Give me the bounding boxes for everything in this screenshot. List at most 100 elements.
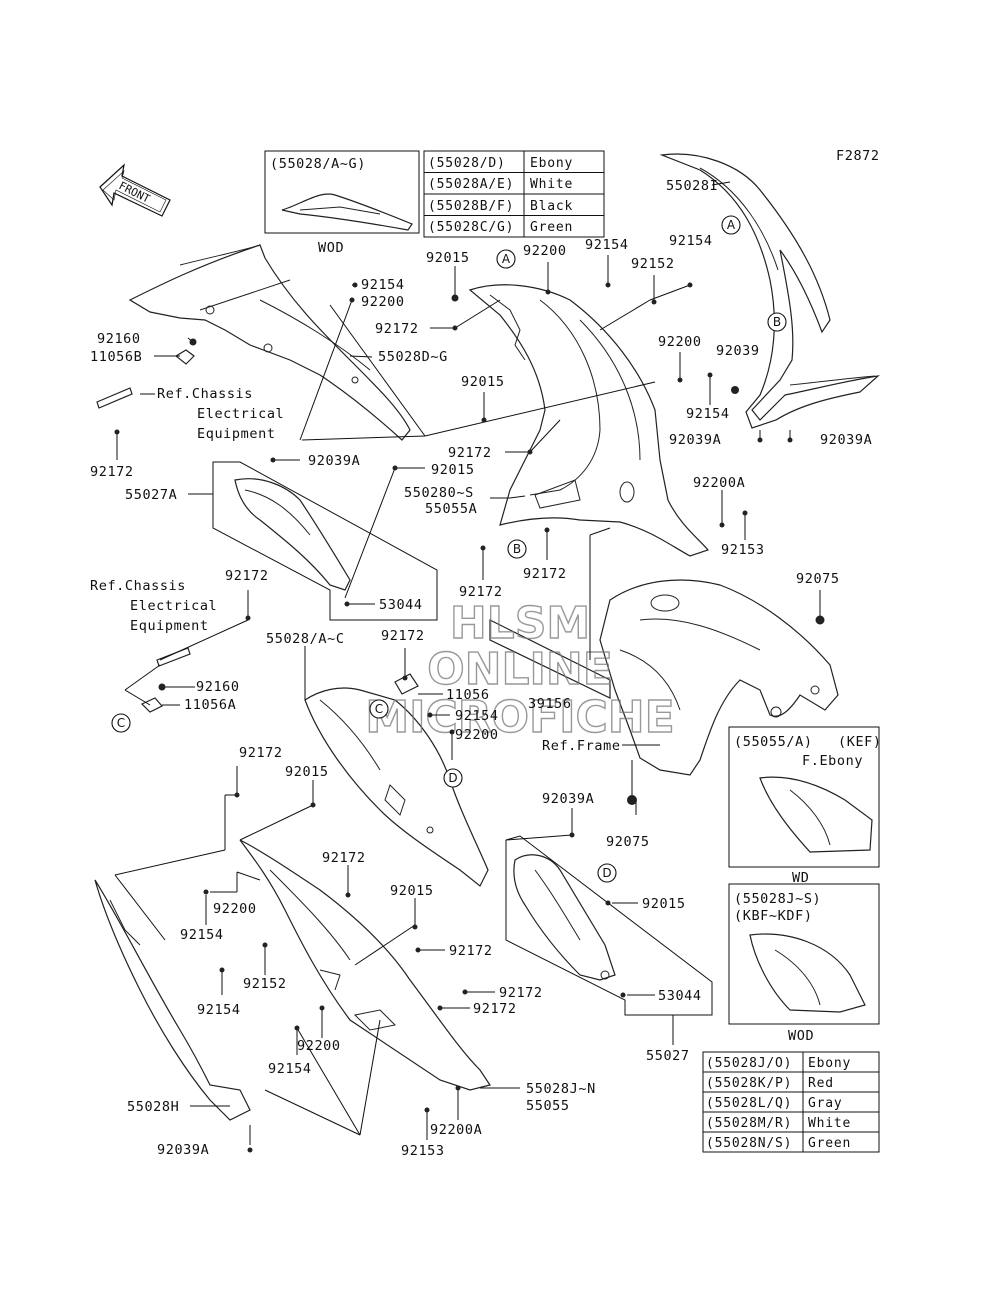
inset-wod-note: WOD: [318, 240, 344, 256]
callout-C-icon: C: [369, 699, 389, 719]
part-number: 92039: [716, 343, 760, 359]
fastener-dots: [114, 282, 825, 1153]
part-number: 92015: [426, 250, 470, 266]
part-55028H: [94, 879, 251, 1121]
part-55027A: [234, 478, 351, 591]
callout-D-icon: D: [443, 768, 463, 788]
part-number: 92015: [642, 896, 686, 912]
part-11056A: [140, 697, 163, 713]
color-name: Ebony: [808, 1056, 851, 1071]
part-number: 92160: [97, 331, 141, 347]
part-number: 92154: [361, 277, 405, 293]
part-number: 92172: [375, 321, 419, 337]
figure-code: F2872: [836, 148, 880, 164]
part-number: 55055A: [425, 501, 477, 517]
part-39156: [489, 619, 611, 699]
part-number: 92200: [523, 243, 567, 259]
inset-wod-box: (55028/A~G) WOD: [264, 150, 420, 256]
part-55028J-N: [239, 839, 491, 1091]
svg-text:A: A: [502, 252, 511, 266]
svg-text:B: B: [513, 542, 521, 556]
part-labels: 92015 92200 92154 92154 92152 92154 9220…: [90, 233, 872, 1159]
color-name: Gray: [808, 1096, 843, 1111]
inset-kef-box: (55055/A) (KEF) F.Ebony WD: [728, 726, 881, 886]
color-name: Red: [808, 1076, 834, 1091]
ref-label: Equipment: [130, 618, 209, 634]
part-number: 55028/A~C: [266, 631, 345, 647]
callout-A-icon: A: [496, 249, 516, 269]
svg-text:WD: WD: [792, 870, 809, 886]
part-number: 92172: [448, 445, 492, 461]
part-11056B: [174, 349, 195, 365]
color-code: (55028J/O): [706, 1056, 792, 1071]
part-number: 92200: [213, 901, 257, 917]
part-number: 92154: [585, 237, 629, 253]
svg-text:WOD: WOD: [788, 1028, 814, 1044]
svg-text:(55028J~S): (55028J~S): [734, 891, 821, 907]
part-number: 92039A: [820, 432, 872, 448]
color-name: Ebony: [530, 156, 573, 171]
part-number: 92039A: [542, 791, 594, 807]
part-number: 92172: [225, 568, 269, 584]
svg-text:D: D: [602, 866, 611, 880]
part-55028D-G: [128, 244, 411, 441]
part-number: 92153: [401, 1143, 445, 1159]
part-number: 92015: [390, 883, 434, 899]
part-number: 92172: [90, 464, 134, 480]
svg-text:C: C: [117, 716, 125, 730]
color-table-top: (55028/D) Ebony (55028A/E) White (55028B…: [423, 150, 605, 238]
part-number: 92200A: [430, 1122, 482, 1138]
part-inner-panel-frame: [599, 579, 839, 776]
color-code: (55028C/G): [428, 220, 514, 235]
part-number: 92039A: [669, 432, 721, 448]
part-number: 92172: [523, 566, 567, 582]
callout-B-icon: B: [507, 539, 527, 559]
color-code: (55028/D): [428, 156, 506, 171]
part-number: 92172: [381, 628, 425, 644]
color-code: (55028M/R): [706, 1116, 792, 1131]
part-55028I: [659, 153, 880, 429]
ref-label: Ref.Chassis: [157, 386, 253, 402]
part-number: 92200: [658, 334, 702, 350]
part-55027: [513, 854, 616, 981]
part-number: 55055: [526, 1098, 570, 1114]
part-number: 53044: [379, 597, 423, 613]
color-name: Green: [808, 1136, 851, 1151]
inset-kbf-box: (55028J~S) (KBF~KDF) WOD: [728, 883, 880, 1044]
leader-lines: [114, 255, 821, 1145]
part-number: 92154: [197, 1002, 241, 1018]
part-number: 92154: [268, 1061, 312, 1077]
ref-label: Ref.Chassis: [90, 578, 186, 594]
part-number: 92160: [196, 679, 240, 695]
svg-text:(55055/A): (55055/A): [734, 734, 813, 750]
color-code: (55028K/P): [706, 1076, 792, 1091]
inset-wod-title: (55028/A~G): [270, 156, 366, 172]
part-number: 92172: [322, 850, 366, 866]
svg-text:F.Ebony: F.Ebony: [802, 753, 863, 769]
part-number: 92015: [461, 374, 505, 390]
svg-text:55028I: 55028I: [666, 178, 718, 194]
color-code: (55028L/Q): [706, 1096, 792, 1111]
part-number: 92154: [180, 927, 224, 943]
part-number: 39156: [528, 696, 572, 712]
svg-text:A: A: [727, 218, 736, 232]
ref-label: Ref.Frame: [542, 738, 621, 754]
part-number: 92200: [297, 1038, 341, 1054]
part-number: 92039A: [157, 1142, 209, 1158]
color-table-bottom: (55028J/O) Ebony (55028K/P) Red (55028L/…: [702, 1051, 880, 1153]
part-number: 92152: [631, 256, 675, 272]
color-code: (55028A/E): [428, 177, 514, 192]
svg-text:B: B: [773, 315, 781, 329]
part-number: 92015: [285, 764, 329, 780]
part-number: 92200A: [693, 475, 745, 491]
watermark: HLSM ONLINE MICROFICHE: [365, 597, 676, 743]
part-number: 55027A: [125, 487, 177, 503]
part-number: 55028J~N: [526, 1081, 596, 1097]
svg-text:MICROFICHE: MICROFICHE: [365, 692, 674, 743]
group-outline-55027A: [212, 461, 438, 621]
svg-text:(KBF~KDF): (KBF~KDF): [734, 908, 813, 924]
color-code: (55028B/F): [428, 199, 514, 214]
color-name: Black: [530, 199, 573, 214]
part-upper-cowl-center: [468, 284, 710, 557]
